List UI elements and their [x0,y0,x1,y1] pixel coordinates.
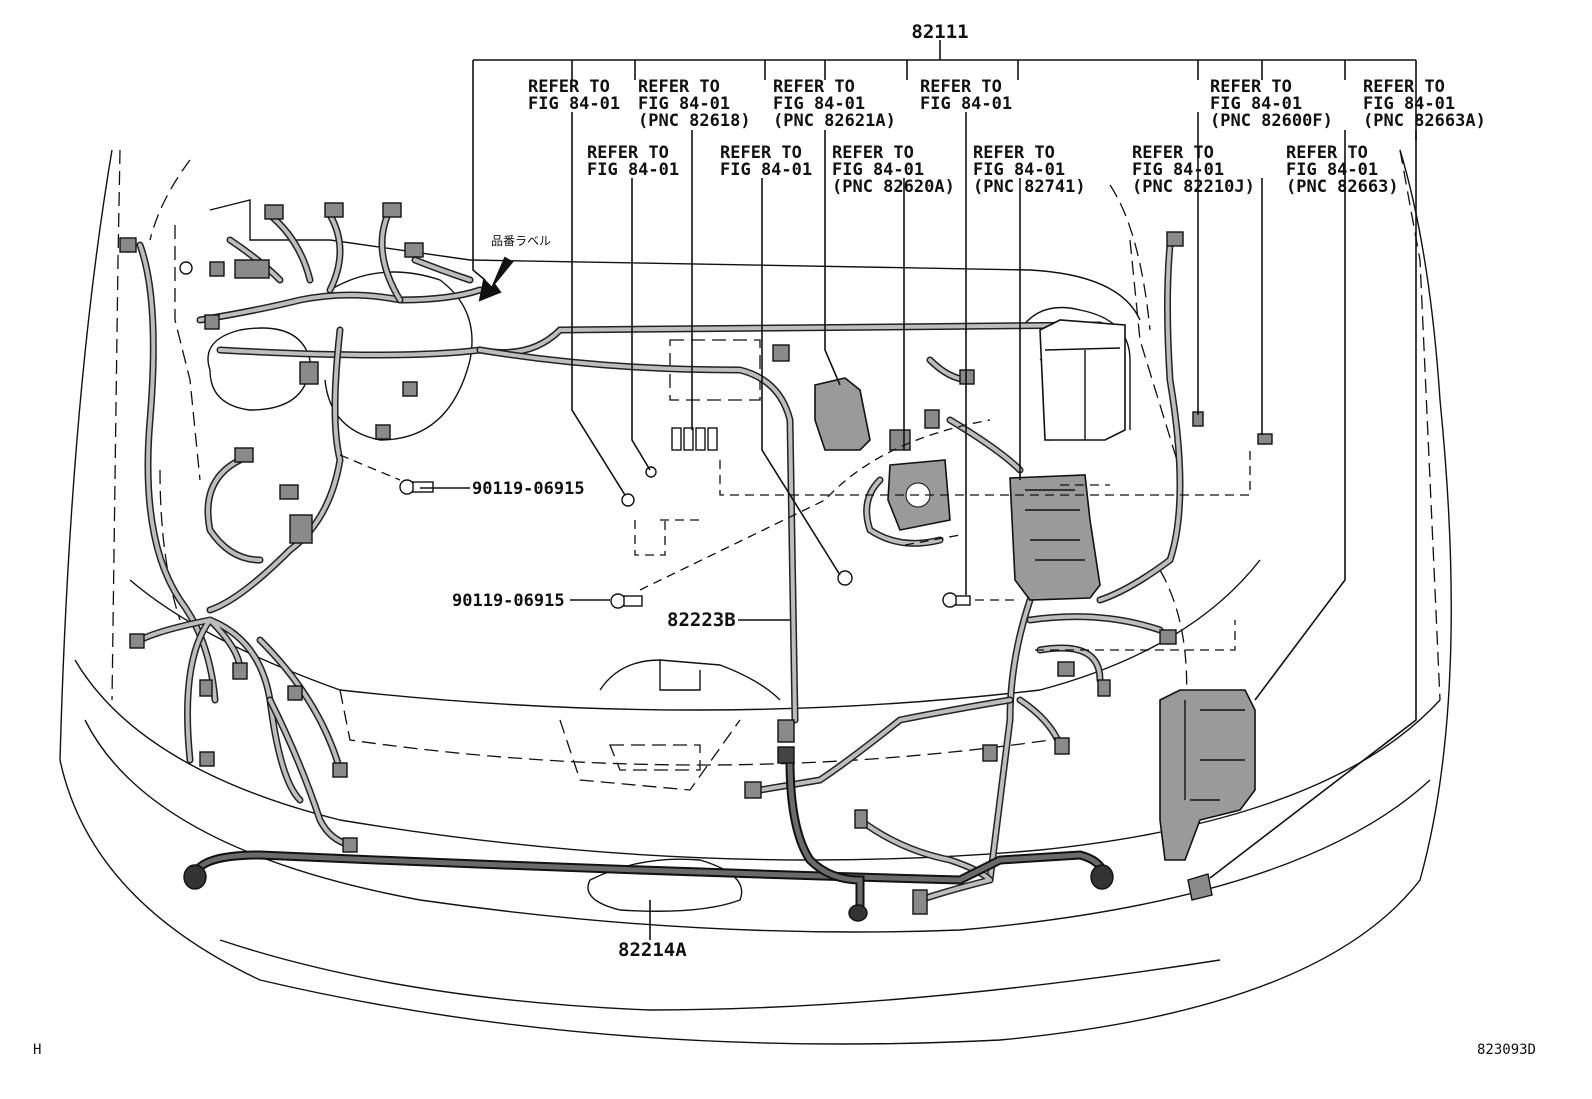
svg-text:FIG 84-01: FIG 84-01 [528,94,620,114]
svg-text:REFER TO: REFER TO [1210,77,1292,97]
bolt-icon [610,593,643,609]
svg-text:FIG 84-01: FIG 84-01 [1210,94,1302,114]
svg-text:FIG 84-01: FIG 84-01 [587,160,679,180]
refer-label: REFER TO FIG 84-01 (PNC 82741) [973,143,1086,197]
bolt-icon [399,479,434,495]
car-body-outline [59,149,1452,1045]
svg-text:REFER TO: REFER TO [1132,143,1214,163]
svg-text:REFER TO: REFER TO [920,77,1002,97]
svg-text:FIG 84-01: FIG 84-01 [1132,160,1224,180]
main-part-number: 82111 [911,21,968,43]
leader-lines [339,40,1417,940]
refer-label: REFER TO FIG 84-01 (PNC 82620A) [832,143,955,197]
svg-text:(PNC 82621A): (PNC 82621A) [773,111,896,131]
japanese-label: 品番ラベル [491,234,551,248]
refer-label: REFER TO FIG 84-01 (PNC 82618) [638,77,751,131]
svg-text:(PNC 82663): (PNC 82663) [1286,177,1399,197]
refer-label: REFER TO FIG 84-01 [720,143,812,180]
nut-icon [837,570,853,586]
svg-text:REFER TO: REFER TO [973,143,1055,163]
harness-part-number: 82214A [618,939,687,961]
refer-label: REFER TO FIG 84-01 [587,143,679,180]
figure-code: 823093D [1477,1042,1536,1058]
harness-part-number: 82223B [667,609,736,631]
svg-text:REFER TO: REFER TO [832,143,914,163]
nut-icon [645,466,657,478]
nut-icon [621,493,635,507]
svg-text:(PNC 82600F): (PNC 82600F) [1210,111,1333,131]
svg-text:FIG 84-01: FIG 84-01 [720,160,812,180]
refer-label: REFER TO FIG 84-01 (PNC 82663) [1286,143,1399,197]
bolt-icon [942,592,971,608]
svg-text:FIG 84-01: FIG 84-01 [1286,160,1378,180]
svg-text:REFER TO: REFER TO [720,143,802,163]
svg-text:FIG 84-01: FIG 84-01 [638,94,730,114]
relay-group [671,427,718,451]
svg-text:REFER TO: REFER TO [638,77,720,97]
svg-text:REFER TO: REFER TO [1286,143,1368,163]
refer-label: REFER TO FIG 84-01 (PNC 82210J) [1132,143,1255,197]
refer-label: REFER TO FIG 84-01 [528,77,620,114]
svg-text:REFER TO: REFER TO [1363,77,1445,97]
svg-text:REFER TO: REFER TO [528,77,610,97]
refer-label: REFER TO FIG 84-01 (PNC 82600F) [1210,77,1333,131]
refer-label: REFER TO FIG 84-01 (PNC 82621A) [773,77,896,131]
svg-text:FIG 84-01: FIG 84-01 [773,94,865,114]
connectors [119,202,1273,922]
footer-left-code: H [33,1042,41,1058]
harness-wires [136,206,1184,915]
svg-text:(PNC 82620A): (PNC 82620A) [832,177,955,197]
svg-text:(PNC 82741): (PNC 82741) [973,177,1086,197]
bolt-part-number: 90119-06915 [472,479,585,499]
refer-label: REFER TO FIG 84-01 [920,77,1012,114]
refer-label: REFER TO FIG 84-01 (PNC 82663A) [1363,77,1486,131]
svg-text:FIG 84-01: FIG 84-01 [920,94,1012,114]
svg-text:FIG 84-01: FIG 84-01 [973,160,1065,180]
svg-text:(PNC 82663A): (PNC 82663A) [1363,111,1486,131]
svg-text:(PNC 82210J): (PNC 82210J) [1132,177,1255,197]
label-arrow-icon [478,256,514,302]
svg-text:FIG 84-01: FIG 84-01 [1363,94,1455,114]
modules [814,319,1256,861]
bolt-part-number: 90119-06915 [452,591,565,611]
svg-text:REFER TO: REFER TO [587,143,669,163]
svg-text:REFER TO: REFER TO [773,77,855,97]
svg-text:FIG 84-01: FIG 84-01 [832,160,924,180]
bolts [399,427,971,609]
svg-text:(PNC 82618): (PNC 82618) [638,111,751,131]
